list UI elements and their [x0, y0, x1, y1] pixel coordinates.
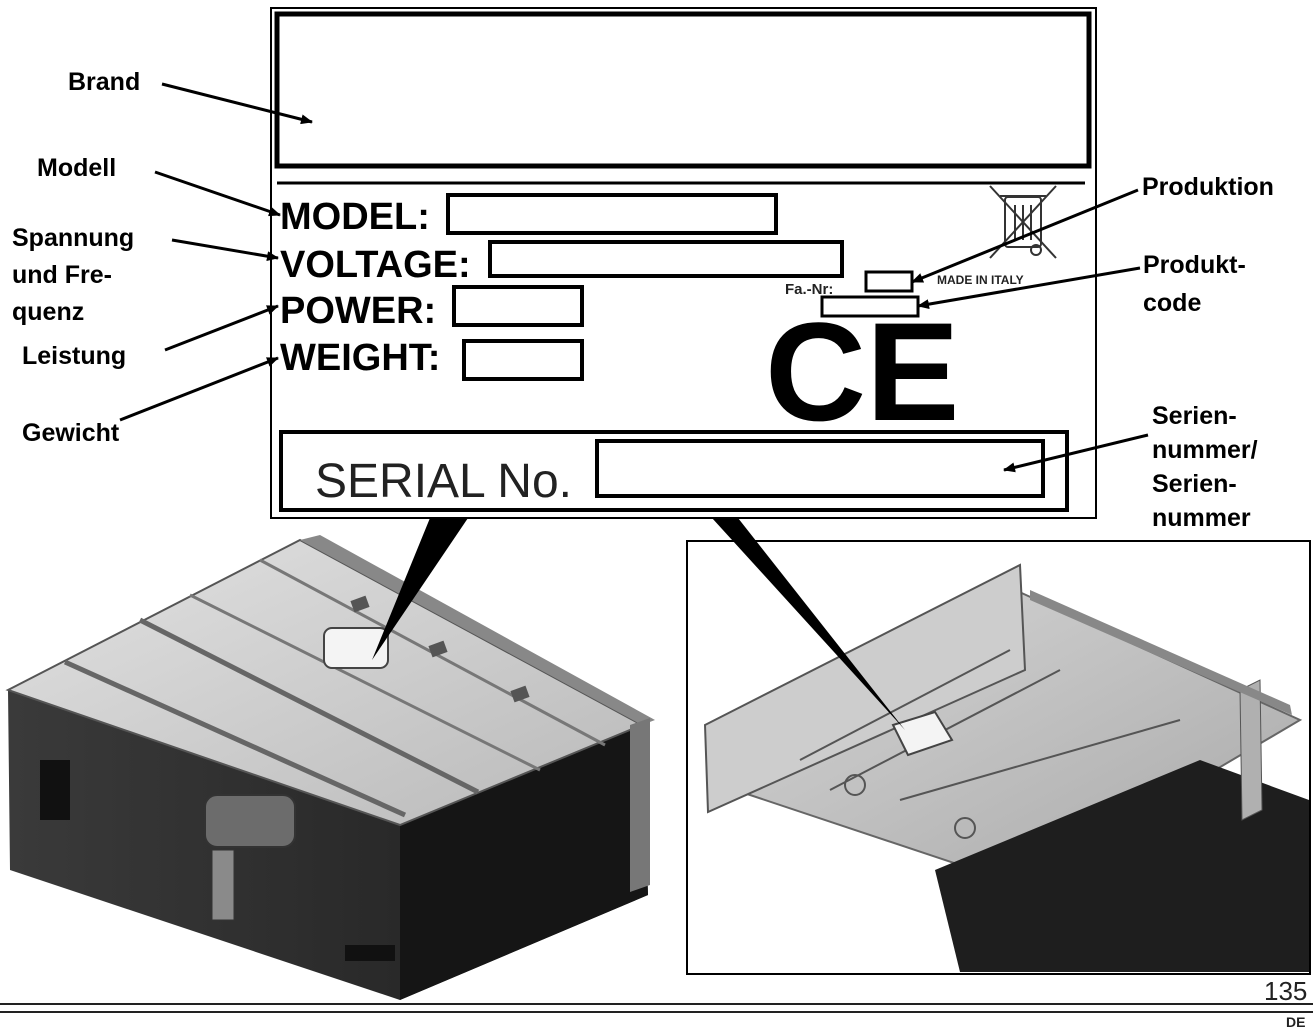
callout-brand: Brand: [68, 68, 140, 96]
appliance-top-view-illustration: [5, 535, 655, 1000]
model-label: MODEL:: [280, 196, 430, 238]
callout-wedge-right: [712, 518, 905, 730]
callout-serial-4: nummer: [1152, 504, 1251, 532]
model-field: [446, 193, 778, 235]
callout-voltage-2: und Fre-: [12, 261, 112, 289]
power-label: POWER:: [280, 290, 436, 332]
callout-voltage-3: quenz: [12, 298, 84, 326]
made-in-text: MADE IN ITALY: [937, 273, 1024, 287]
fa-nr-label: Fa.-Nr:: [785, 281, 833, 298]
brand-box: [274, 11, 1092, 169]
power-field: [452, 285, 584, 327]
callout-weight: Gewicht: [22, 419, 120, 447]
callout-serial-3: Serien-: [1152, 470, 1237, 498]
page-number: 135: [1264, 976, 1307, 1006]
voltage-field: [488, 240, 844, 278]
callout-production: Produktion: [1142, 173, 1274, 201]
serial-field: [595, 439, 1045, 498]
appliance-underside-illustration: [686, 540, 1311, 975]
serial-label: SERIAL No.: [315, 455, 572, 508]
voltage-label: VOLTAGE:: [280, 244, 471, 286]
rating-plate: MODEL: VOLTAGE: POWER: WEIGHT: MADE IN I…: [270, 7, 1097, 519]
callout-serial-1: Serien-: [1152, 402, 1237, 430]
callout-power: Leistung: [22, 342, 126, 370]
callout-voltage-1: Spannung: [12, 224, 134, 252]
language-code: DE: [1286, 1014, 1305, 1028]
weight-label: WEIGHT:: [280, 337, 440, 379]
callout-product-code-1: Produkt-: [1143, 251, 1246, 279]
callout-product-code-2: code: [1143, 289, 1201, 317]
production-field: [864, 270, 914, 293]
callout-wedge-left: [372, 518, 468, 660]
callout-serial-2: nummer/: [1152, 436, 1258, 464]
weight-field: [462, 339, 584, 381]
ce-mark: CE: [765, 293, 959, 450]
callout-model: Modell: [37, 154, 116, 182]
